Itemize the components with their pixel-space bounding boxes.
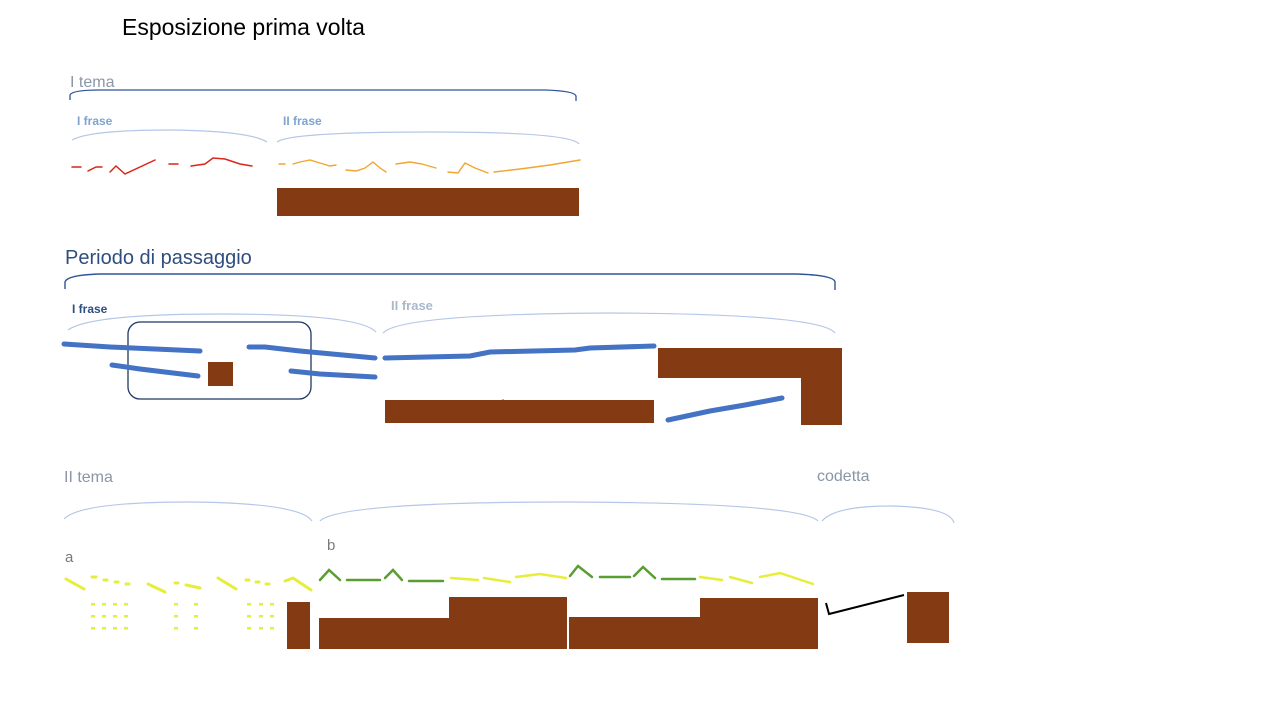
subsection-label-a: a	[65, 549, 74, 566]
harmony-block-tema2-a	[287, 602, 310, 649]
accompaniment-dots-tema2-a	[91, 603, 274, 630]
melody-line-passaggio-frase1	[61, 341, 378, 380]
harmony-block-passaggio-small	[208, 362, 233, 386]
bracket-tema2-b	[319, 501, 819, 522]
bracket-tema1-frase2	[276, 131, 580, 145]
section-label-tema-1: I tema	[70, 74, 115, 91]
melody-line-tema1-frase2	[278, 159, 581, 174]
bracket-tema2-a	[63, 501, 313, 522]
melody-line-tema2-b-green	[318, 564, 697, 583]
phrase-label-passaggio-frase1: I frase	[72, 302, 108, 316]
melody-line-codetta	[825, 594, 905, 616]
harmony-block-passaggio-cadence-top	[658, 348, 842, 378]
bracket-passaggio-frase1	[67, 313, 377, 333]
melody-line-tema2-b-yellow	[449, 571, 815, 586]
highlight-box	[127, 321, 312, 400]
section-label-codetta: codetta	[817, 468, 870, 485]
harmony-block-passaggio-cadence-side	[801, 375, 842, 425]
harmony-block-tema1	[277, 188, 579, 216]
harmony-block-passaggio-frase2	[385, 400, 654, 423]
harmony-block-tema2-b-4	[700, 598, 818, 649]
melody-line-tema2-a	[64, 575, 313, 594]
bracket-tema1-frase1	[71, 129, 268, 143]
harmony-block-codetta	[907, 592, 949, 643]
bracket-passaggio-frase2	[382, 312, 836, 334]
bracket-codetta	[821, 505, 955, 524]
melody-line-passaggio-frase2	[382, 343, 785, 423]
harmony-block-tema2-b-2	[449, 597, 567, 649]
harmony-block-tema2-b-3	[569, 617, 700, 649]
subsection-label-b: b	[327, 537, 336, 554]
bracket-passaggio	[64, 273, 836, 290]
melody-line-tema1-frase1	[71, 157, 253, 175]
phrase-label-tema1-frase2: II frase	[283, 114, 322, 128]
section-label-passaggio: Periodo di passaggio	[65, 247, 252, 269]
phrase-label-tema1-frase1: I frase	[77, 114, 113, 128]
section-label-tema-2: II tema	[64, 469, 113, 486]
page-title: Esposizione prima volta	[122, 14, 365, 40]
phrase-label-passaggio-frase2: II frase	[391, 298, 433, 313]
bracket-tema-1	[69, 89, 577, 101]
